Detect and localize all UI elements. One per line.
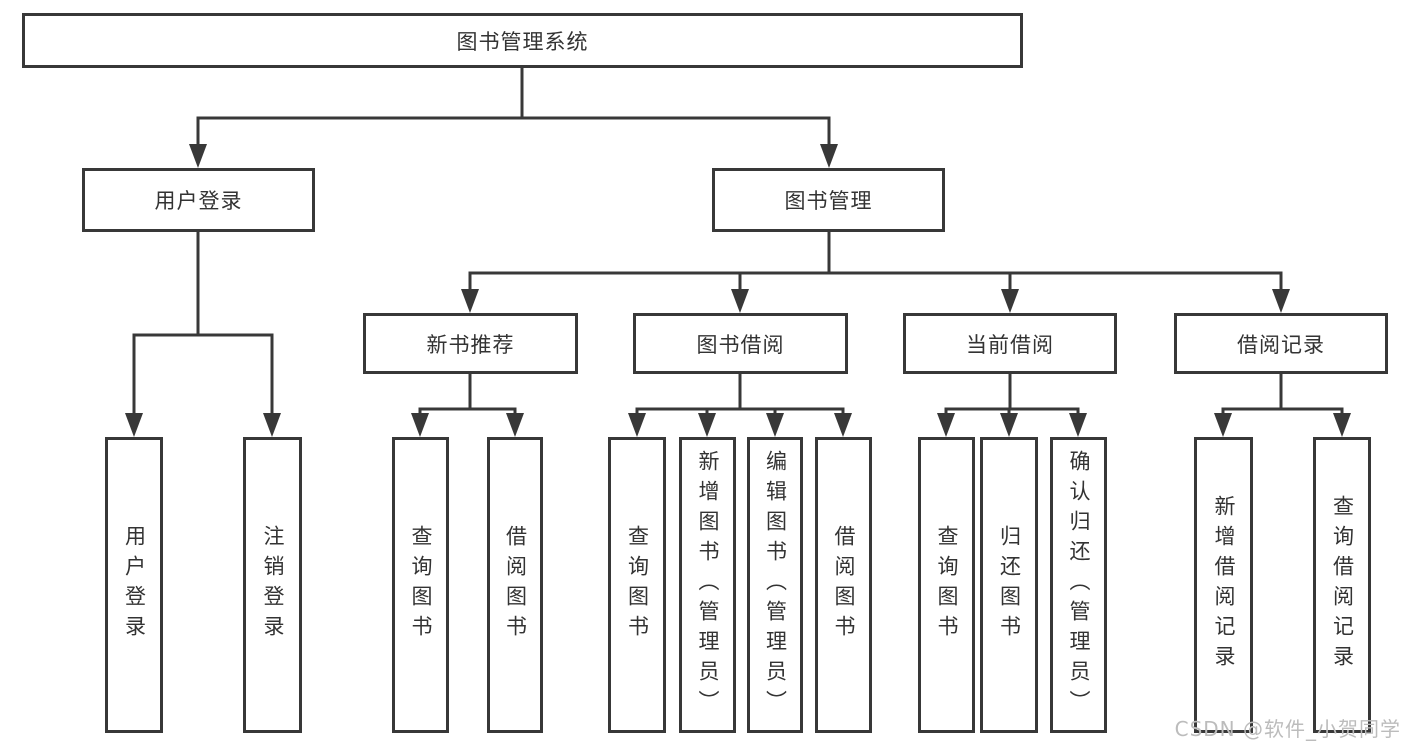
node-label-current-borrow: 当前借阅 [966, 332, 1054, 357]
arrowhead-4-3 [834, 413, 852, 437]
node-current-borrow: 当前借阅 [903, 313, 1117, 374]
node-label-book-borrow: 图书借阅 [696, 332, 785, 357]
arrowhead-4-2 [766, 413, 784, 437]
node-leaf-query-record: 查询借阅记录 [1313, 437, 1371, 733]
node-leaf-query-book-3: 查询图书 [918, 437, 975, 733]
node-label-leaf-user-login: 用户登录 [122, 525, 147, 645]
arrowhead-2-0 [461, 289, 479, 313]
node-label-leaf-query-book-2: 查询图书 [625, 525, 650, 645]
node-label-book-mgmt: 图书管理 [784, 189, 873, 213]
arrowhead-2-2 [1001, 289, 1019, 313]
node-leaf-edit-book: 编辑图书（管理员） [747, 437, 803, 733]
arrowhead-5-2 [1069, 413, 1087, 437]
node-leaf-query-book-1: 查询图书 [392, 437, 449, 733]
arrowhead-6-1 [1333, 413, 1351, 437]
node-leaf-borrow-book-1: 借阅图书 [487, 437, 543, 733]
node-label-leaf-add-book: 新增图书（管理员） [696, 450, 720, 720]
node-leaf-confirm-return: 确认归还（管理员） [1050, 437, 1107, 733]
arrowhead-4-1 [698, 413, 716, 437]
arrowhead-2-3 [1272, 289, 1290, 313]
node-borrow-records: 借阅记录 [1174, 313, 1388, 374]
node-label-new-book-rec: 新书推荐 [426, 332, 515, 357]
node-label-root: 图书管理系统 [456, 29, 589, 54]
node-user-login: 用户登录 [82, 168, 315, 232]
node-label-borrow-records: 借阅记录 [1237, 332, 1325, 357]
connector-2 [468, 230, 1283, 297]
connector-6 [1221, 372, 1344, 421]
arrowhead-0-1 [820, 144, 838, 168]
node-label-leaf-confirm-return: 确认归还（管理员） [1067, 450, 1091, 720]
node-leaf-query-book-2: 查询图书 [608, 437, 666, 733]
node-label-leaf-borrow-book-2: 借阅图书 [832, 525, 856, 645]
node-leaf-user-login: 用户登录 [105, 437, 163, 733]
arrowhead-1-1 [263, 413, 281, 437]
node-leaf-add-book: 新增图书（管理员） [679, 437, 736, 733]
node-label-leaf-add-record: 新增借阅记录 [1212, 495, 1236, 675]
node-label-leaf-query-record: 查询借阅记录 [1330, 495, 1355, 675]
arrowhead-2-1 [731, 289, 749, 313]
node-leaf-return-book: 归还图书 [980, 437, 1038, 733]
arrowhead-3-1 [506, 413, 524, 437]
arrowhead-4-0 [628, 413, 646, 437]
node-leaf-logout: 注销登录 [243, 437, 302, 733]
node-book-borrow: 图书借阅 [633, 313, 848, 374]
connector-5 [944, 372, 1080, 421]
node-leaf-add-record: 新增借阅记录 [1194, 437, 1253, 733]
arrowhead-0-0 [189, 144, 207, 168]
node-label-leaf-return-book: 归还图书 [997, 525, 1022, 645]
node-label-leaf-logout: 注销登录 [261, 525, 285, 645]
arrowhead-1-0 [125, 413, 143, 437]
node-leaf-borrow-book-2: 借阅图书 [815, 437, 872, 733]
connector-3 [418, 372, 517, 421]
node-new-book-rec: 新书推荐 [363, 313, 578, 374]
connector-4 [635, 372, 845, 421]
arrowhead-3-0 [411, 413, 429, 437]
node-label-leaf-borrow-book-1: 借阅图书 [503, 525, 528, 645]
arrowhead-6-0 [1214, 413, 1232, 437]
node-root: 图书管理系统 [22, 13, 1023, 68]
connector-1 [132, 230, 274, 421]
node-label-leaf-query-book-1: 查询图书 [409, 525, 433, 645]
node-label-leaf-edit-book: 编辑图书（管理员） [763, 450, 788, 720]
connector-0 [196, 66, 831, 152]
arrowhead-5-1 [1000, 413, 1018, 437]
node-label-user-login: 用户登录 [154, 189, 243, 213]
node-book-mgmt: 图书管理 [712, 168, 945, 232]
node-label-leaf-query-book-3: 查询图书 [935, 525, 959, 645]
arrowhead-5-0 [937, 413, 955, 437]
